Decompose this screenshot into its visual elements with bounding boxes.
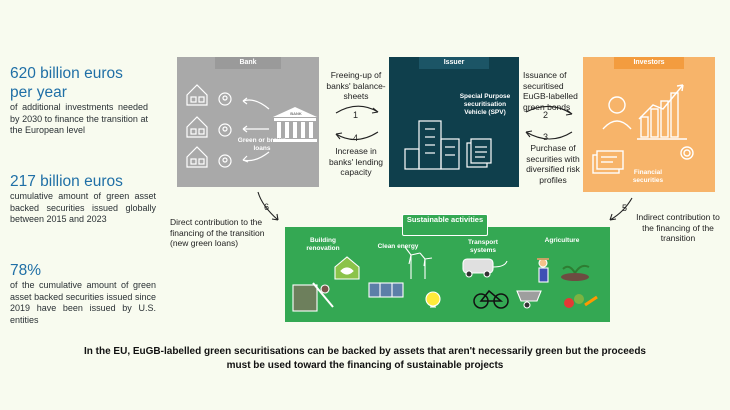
certificates-icon [592,146,694,174]
investors-title-tab [614,57,684,69]
house-icon [186,116,208,138]
stat-2-text: cumulative amount of green asset backed … [10,191,156,224]
flow-3-arrow [525,131,573,140]
bank-box: Bank BANK Green or brown loans [177,57,319,187]
investors-title: Investors [633,59,665,66]
flow-5-number: 5 [622,203,628,213]
stat-1-text: of additional investments needed by 2030… [10,102,148,135]
bank-building-icon [273,107,317,142]
bank-illustration [186,84,317,168]
house-renovation-icon [292,256,360,312]
sustainable-illustrations [292,246,598,312]
house-icon [186,84,208,106]
financial-securities-label: Financial securities [632,169,664,184]
solar-panel-icon [368,282,404,298]
house-icon [186,146,208,168]
investors-box: Investors Financial securities [583,57,715,192]
green-brown-loans-label: Green or brown loans [237,137,287,152]
sustainable-title-banner: Sustainable activities [402,214,488,236]
wind-turbine-icon [404,246,433,279]
stat-block-3: 78% of the cumulative amount of green as… [10,261,156,326]
lightbulb-icon [425,291,441,308]
flow-3-number: 3 [543,132,549,142]
flow-6-number: 6 [264,202,270,212]
spv-label: Special Purpose securitisation Vehicle (… [459,93,511,116]
farmer-icon [537,258,549,283]
category-building-renovation: Building renovation [306,237,340,252]
flow-5-label: Indirect contribution to the financing o… [636,212,720,243]
flow-6-label: Direct contribution to the financing of … [170,217,265,248]
stat-1-figure-unit: per year [10,84,67,101]
bicycle-icon [473,289,509,309]
issuer-title: Issuer [443,59,465,66]
stat-3-figure: 78% [10,262,42,279]
bank-building-label: BANK [290,111,302,116]
bank-title-tab [215,57,281,69]
category-transport-systems: Transport systems [468,239,498,254]
flow-4-number: 4 [353,133,359,143]
flow-4-label: Increase in banks' lending capacity [328,146,384,177]
electric-bus-icon [462,258,508,278]
wheelbarrow-icon [516,290,542,309]
flow-1-number: 1 [353,110,359,120]
footer-note: In the EU, EuGB-labelled green securitis… [83,346,646,371]
flow-1-label: Freeing-up of banks' balance-sheets [326,70,386,101]
category-clean-energy: Clean energy [377,243,419,250]
investors-illustration [592,84,694,174]
growth-chart-icon [637,84,687,140]
stat-1-figure: 620 billion euros [10,65,123,82]
flow-2-label: Issuance of securitised EuGB-labelled gr… [523,70,578,112]
stat-block-2: 217 billion euros cumulative amount of g… [10,172,156,226]
flow-2-number: 2 [543,110,549,120]
flow-3-label: Purchase of securities with diversified … [526,143,580,185]
bank-title: Bank [239,59,257,66]
vegetables-icon [564,294,598,308]
stat-block-1: 620 billion euros per year of additional… [10,64,148,137]
investor-person-icon [602,96,632,130]
category-agriculture: Agriculture [544,237,580,244]
plant-sprout-icon [561,264,590,281]
sustainable-activities-box: Building renovation Clean energy Transpo… [285,227,610,322]
spv-buildings-icon [404,120,492,170]
sustainable-title: Sustainable activities [406,215,484,224]
issuer-title-tab [419,57,489,69]
flow-5-arrow [609,197,633,221]
stat-2-figure: 217 billion euros [10,173,123,190]
issuer-box: Issuer Special Purpose securitisation Ve… [389,57,519,187]
stat-3-text: of the cumulative amount of green asset … [10,280,156,325]
